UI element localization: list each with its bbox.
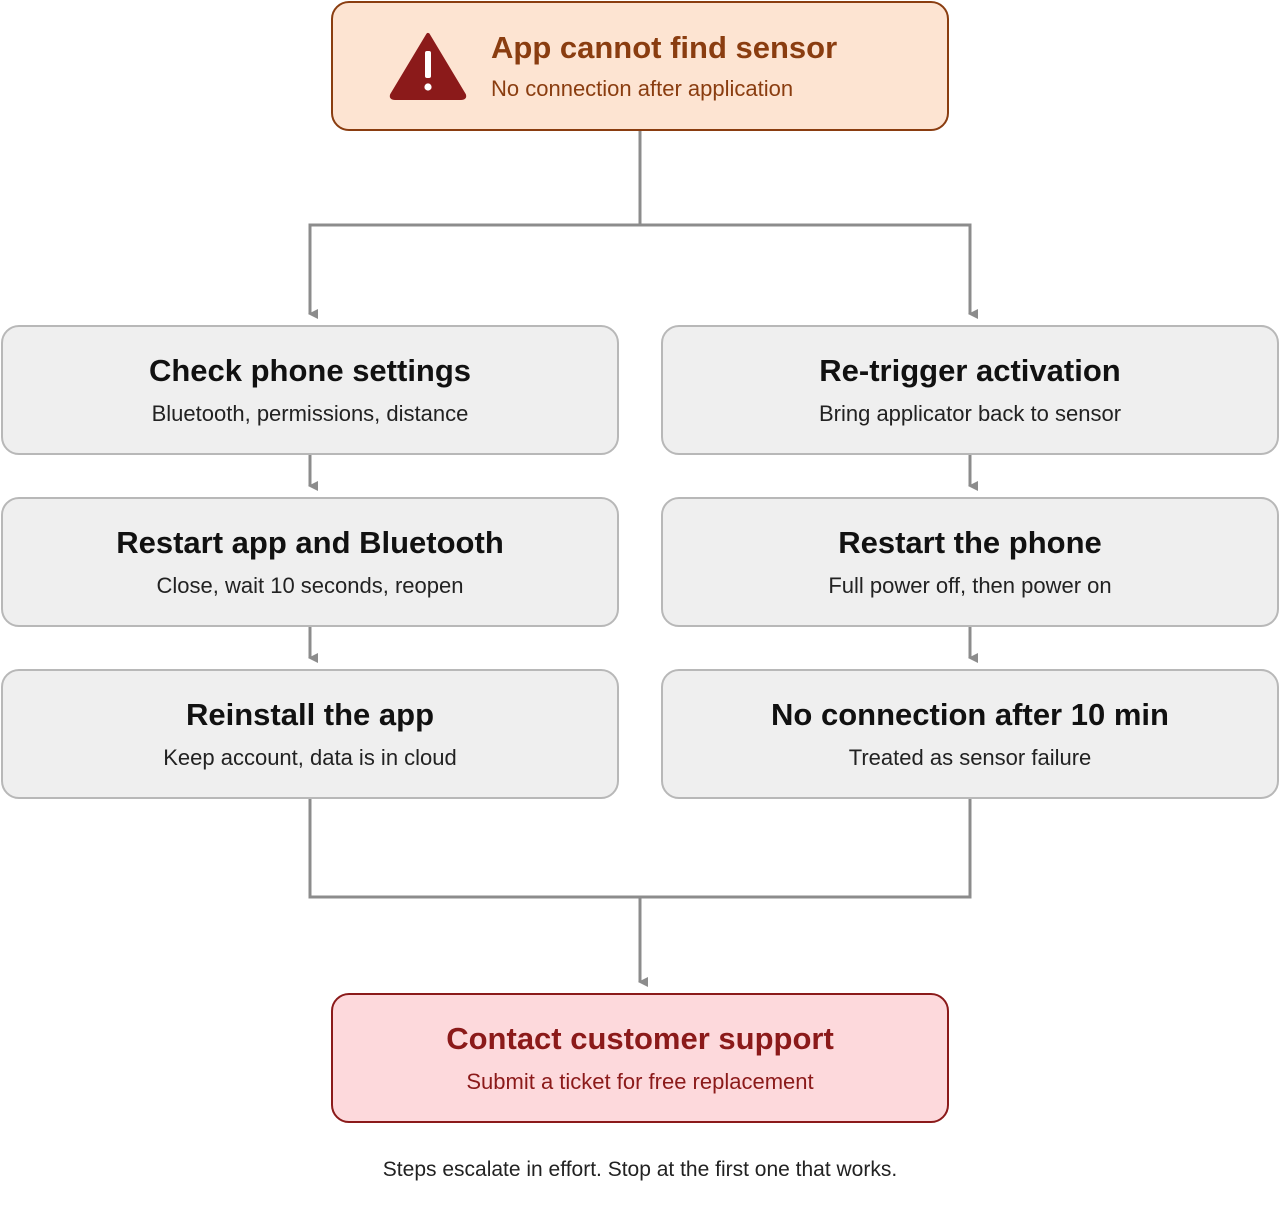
warning-icon [389,33,467,100]
contact-support-node: Contact customer support Submit a ticket… [331,993,949,1123]
step-subtitle: Bluetooth, permissions, distance [151,401,469,426]
problem-title: App cannot find sensor [491,30,838,65]
step-title: Re-trigger activation [819,353,1121,388]
step-no-connection-10-min: No connection after 10 min Treated as se… [661,669,1279,799]
connector-top-to-left [308,223,640,319]
step-title: Check phone settings [148,353,472,388]
connector-right-to-merge [640,799,972,899]
step-title: Restart the phone [838,525,1102,560]
connector-left-to-merge [308,799,640,899]
step-subtitle: Bring applicator back to sensor [818,401,1122,426]
step-retrigger-activation: Re-trigger activation Bring applicator b… [661,325,1279,455]
step-reinstall-app: Reinstall the app Keep account, data is … [1,669,619,799]
step-subtitle: Treated as sensor failure [848,745,1092,770]
step-title: Reinstall the app [185,697,435,732]
step-restart-app-bluetooth: Restart app and Bluetooth Close, wait 10… [1,497,619,627]
connector-top-to-right [640,223,978,319]
support-title: Contact customer support [446,1021,834,1056]
problem-node: App cannot find sensor No connection aft… [331,1,949,131]
step-subtitle: Close, wait 10 seconds, reopen [156,573,464,598]
support-subtitle: Submit a ticket for free replacement [466,1069,814,1094]
step-title: Restart app and Bluetooth [116,525,504,560]
footnote: Steps escalate in effort. Stop at the fi… [382,1158,898,1181]
problem-subtitle: No connection after application [491,76,794,101]
step-check-phone-settings: Check phone settings Bluetooth, permissi… [1,325,619,455]
step-subtitle: Full power off, then power on [828,573,1112,598]
step-subtitle: Keep account, data is in cloud [163,745,457,770]
step-title: No connection after 10 min [771,697,1169,732]
step-restart-phone: Restart the phone Full power off, then p… [661,497,1279,627]
